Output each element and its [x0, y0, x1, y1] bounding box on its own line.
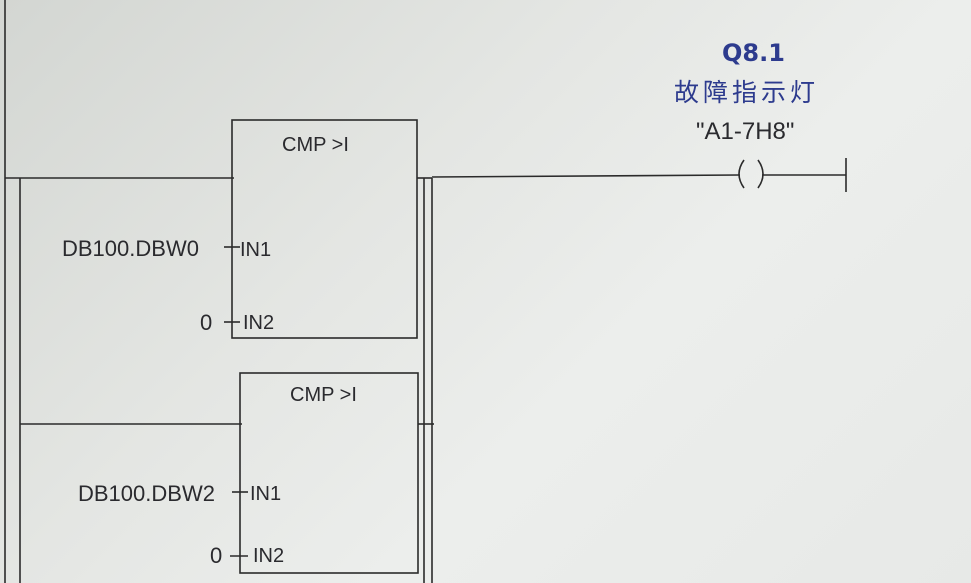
coil-right-paren — [757, 159, 764, 189]
coil-address[interactable]: Q8.1 — [722, 39, 785, 67]
cmp-block-2-in2-label: IN2 — [253, 545, 284, 567]
coil-left-paren — [738, 159, 745, 189]
cmp-block-1-in2-operand[interactable]: 0 — [200, 310, 212, 335]
cmp-block-2-title: CMP >I — [290, 384, 357, 406]
cmp-block-2-in2-operand[interactable]: 0 — [210, 543, 222, 568]
cmp-block-2-in1-label: IN1 — [250, 483, 281, 505]
cmp-block-2-frame — [239, 372, 419, 574]
output-coil[interactable] — [738, 158, 847, 192]
coil-comment: 故障指示灯 — [674, 78, 819, 107]
cmp-block-2-in1-operand[interactable]: DB100.DBW2 — [78, 481, 215, 506]
cmp-block-1-in2-label: IN2 — [243, 312, 274, 334]
cmp-block-2[interactable]: CMP >I IN1 IN2 DB100.DBW2 0 — [78, 372, 419, 574]
cmp-block-1-in1-operand[interactable]: DB100.DBW0 — [62, 236, 199, 261]
cmp-block-1-in1-label: IN1 — [240, 239, 271, 261]
cmp-block-1-frame — [231, 119, 418, 339]
cmp-block-1[interactable]: CMP >I IN1 IN2 DB100.DBW0 0 — [62, 119, 418, 339]
coil-symbol: "A1-7H8" — [696, 118, 794, 145]
cmp-block-1-title: CMP >I — [282, 134, 349, 156]
rung-output-wire — [431, 174, 741, 178]
